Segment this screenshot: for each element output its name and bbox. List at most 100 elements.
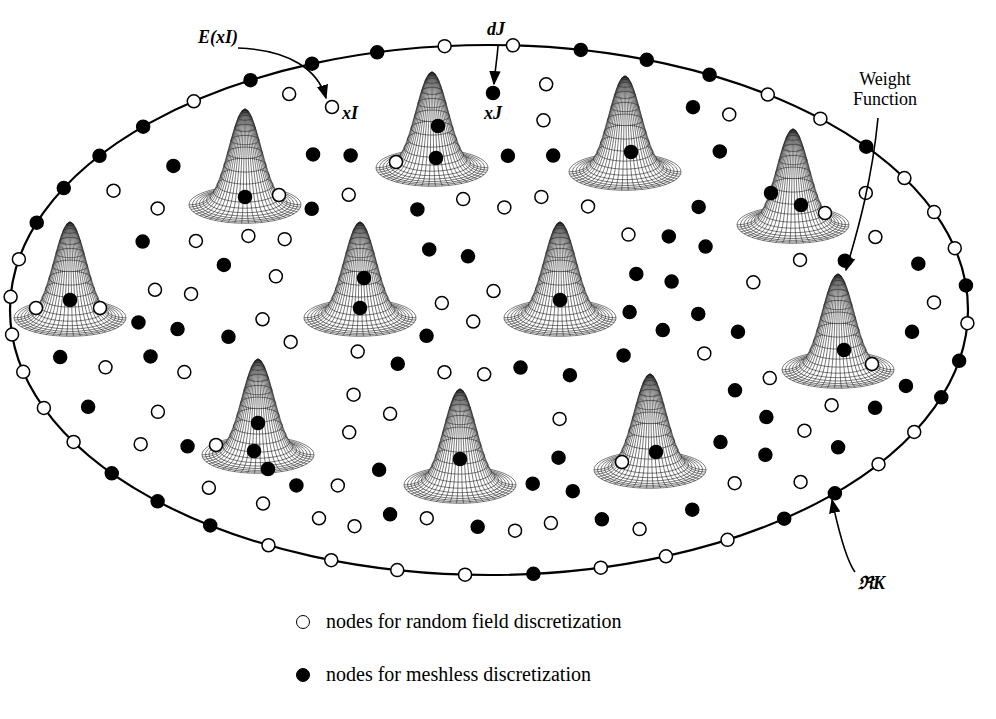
random-field-node xyxy=(4,290,17,303)
random-field-node xyxy=(633,523,646,536)
meshless-node xyxy=(54,351,67,364)
weight-function xyxy=(569,76,681,190)
random-field-node xyxy=(30,302,43,315)
meshless-node xyxy=(501,149,514,162)
meshless-node xyxy=(181,440,194,453)
meshless-node xyxy=(217,258,230,271)
meshless-node xyxy=(630,267,643,280)
random-field-node xyxy=(391,564,404,577)
random-field-node xyxy=(747,276,760,289)
random-field-node xyxy=(544,517,557,530)
meshless-node xyxy=(828,487,841,500)
random-field-node xyxy=(467,315,480,328)
random-field-node xyxy=(728,477,741,490)
random-field-node xyxy=(723,108,736,121)
meshless-node xyxy=(411,203,424,216)
meshless-node xyxy=(552,451,565,464)
random-field-node xyxy=(17,365,30,378)
random-field-node xyxy=(594,561,607,574)
random-field-node xyxy=(928,206,941,219)
random-field-node xyxy=(94,302,107,315)
meshless-node xyxy=(262,463,275,476)
meshless-node xyxy=(290,479,303,492)
meshless-node xyxy=(137,120,150,133)
meshless-node xyxy=(860,140,873,153)
weight-function xyxy=(376,72,488,186)
meshless-node xyxy=(906,325,919,338)
meshless-node xyxy=(665,275,678,288)
meshless-node xyxy=(623,306,636,319)
meshless-node xyxy=(563,369,576,382)
meshless-node xyxy=(82,400,95,413)
callout-label: Weight Function xyxy=(835,70,935,110)
leader-arrow xyxy=(846,118,878,270)
random-field-node xyxy=(151,202,164,215)
random-field-node xyxy=(763,372,776,385)
meshless-node xyxy=(686,101,699,114)
random-field-node xyxy=(99,361,112,374)
meshless-node xyxy=(420,329,433,342)
random-field-node xyxy=(487,285,500,298)
leader-arrow xyxy=(832,500,855,572)
meshless-node xyxy=(132,316,145,329)
meshless-node xyxy=(204,519,217,532)
meshless-node xyxy=(151,495,164,508)
meshless-node xyxy=(714,436,727,449)
meshless-node xyxy=(935,391,948,404)
legend-swatch xyxy=(296,668,310,682)
meshless-node xyxy=(759,448,772,461)
random-field-node xyxy=(438,40,451,53)
weight-function xyxy=(189,109,301,223)
random-field-node xyxy=(351,345,364,358)
meshless-node xyxy=(703,68,716,81)
weight-function xyxy=(404,389,516,503)
meshless-node xyxy=(953,354,966,367)
meshless-node xyxy=(307,148,320,161)
meshless-node xyxy=(391,357,404,370)
meshless-node xyxy=(625,146,638,159)
random-field-node xyxy=(283,88,296,101)
meshless-node xyxy=(93,149,106,162)
random-field-node xyxy=(420,512,433,525)
random-field-node xyxy=(622,228,635,241)
meshless-node xyxy=(105,467,118,480)
meshless-node xyxy=(64,294,77,307)
random-field-node xyxy=(134,438,147,451)
meshless-node xyxy=(514,361,527,374)
node-label: xI xyxy=(342,104,358,124)
meshless-node xyxy=(595,513,608,526)
meshless-node xyxy=(526,477,539,490)
meshless-node xyxy=(384,508,397,521)
weight-function xyxy=(14,222,126,336)
random-field-node xyxy=(348,520,361,533)
random-field-node xyxy=(478,368,491,381)
random-field-node xyxy=(343,426,356,439)
random-field-node xyxy=(67,435,80,448)
random-field-node xyxy=(435,297,448,310)
random-field-node xyxy=(148,283,161,296)
meshless-node xyxy=(248,445,261,458)
random-field-node xyxy=(242,229,255,242)
random-field-node xyxy=(509,524,522,537)
random-field-node xyxy=(6,328,19,341)
meshless-node xyxy=(899,379,912,392)
random-field-node xyxy=(872,458,885,471)
random-field-node xyxy=(269,270,282,283)
field-value-label: E(xI) xyxy=(198,28,238,48)
random-field-node xyxy=(582,200,595,213)
leader-arrow xyxy=(494,46,498,84)
meshless-node xyxy=(454,453,467,466)
random-field-node xyxy=(210,439,223,452)
random-field-node xyxy=(761,88,774,101)
meshless-node xyxy=(656,324,669,337)
meshless-node xyxy=(729,384,742,397)
random-field-node xyxy=(331,479,344,492)
meshless-node xyxy=(713,145,726,158)
random-field-node xyxy=(342,188,355,201)
meshless-node xyxy=(305,202,318,215)
random-field-node xyxy=(178,366,191,379)
meshless-node xyxy=(144,350,157,363)
random-field-node xyxy=(262,539,275,552)
domain-boundary xyxy=(10,45,968,575)
random-field-node xyxy=(506,39,519,52)
